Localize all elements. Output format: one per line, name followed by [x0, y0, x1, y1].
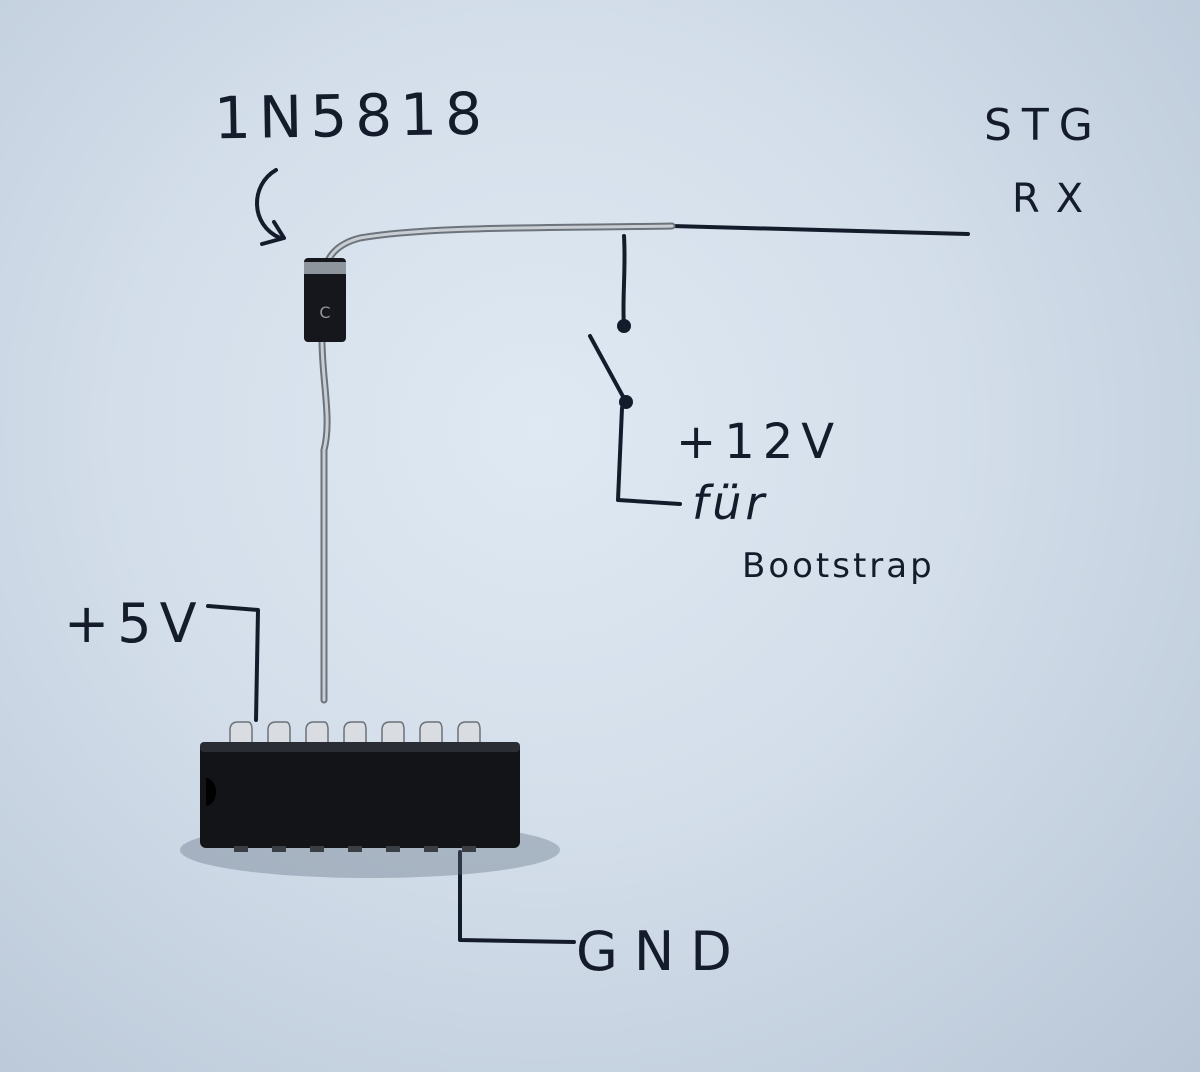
dip-chip [200, 742, 520, 848]
chip-pin-top [229, 721, 253, 745]
bootstrap-label: Bootstrap [742, 546, 935, 586]
chip-pin-top [419, 721, 443, 745]
chip-pins-top [229, 721, 481, 745]
chip-pin-bottom [424, 846, 438, 852]
chip-pins-bottom [234, 846, 476, 852]
chip-pin-bottom [348, 846, 362, 852]
bootstrap-wire [616, 406, 682, 506]
chip-notch [206, 778, 216, 806]
chip-pin-bottom [234, 846, 248, 852]
rx-signal-line [670, 224, 970, 236]
switch-contact-bottom [619, 395, 633, 409]
rx-label: RX [1012, 176, 1100, 222]
chip-pin-top [381, 721, 405, 745]
chip-pin-bottom [310, 846, 324, 852]
chip-pin-top [305, 721, 329, 745]
chip-pin-top [267, 721, 291, 745]
diode-1n5818: C [304, 258, 346, 342]
chip-pin-bottom [386, 846, 400, 852]
stg-label: STG [984, 100, 1103, 151]
diode-pointer-arrow [255, 168, 282, 240]
fuer-label: für [692, 476, 769, 530]
switch-top-wire [621, 234, 627, 328]
switch-lever [588, 334, 628, 404]
gnd-wire [458, 850, 576, 944]
chip-pin-bottom [462, 846, 476, 852]
diode-pointer-arrowhead [260, 220, 286, 246]
diode-label: 1N5818 [213, 79, 491, 153]
diode-marking: C [319, 303, 330, 322]
chip-pin-top [343, 721, 367, 745]
switch-contact-top [617, 319, 631, 333]
plus12v-label: +12V [676, 414, 843, 470]
chip-pin-top [457, 721, 481, 745]
plus5v-label: +5V [64, 592, 205, 655]
plus5v-wire [206, 604, 260, 722]
gnd-label: GND [576, 920, 748, 983]
chip-pin-bottom [272, 846, 286, 852]
